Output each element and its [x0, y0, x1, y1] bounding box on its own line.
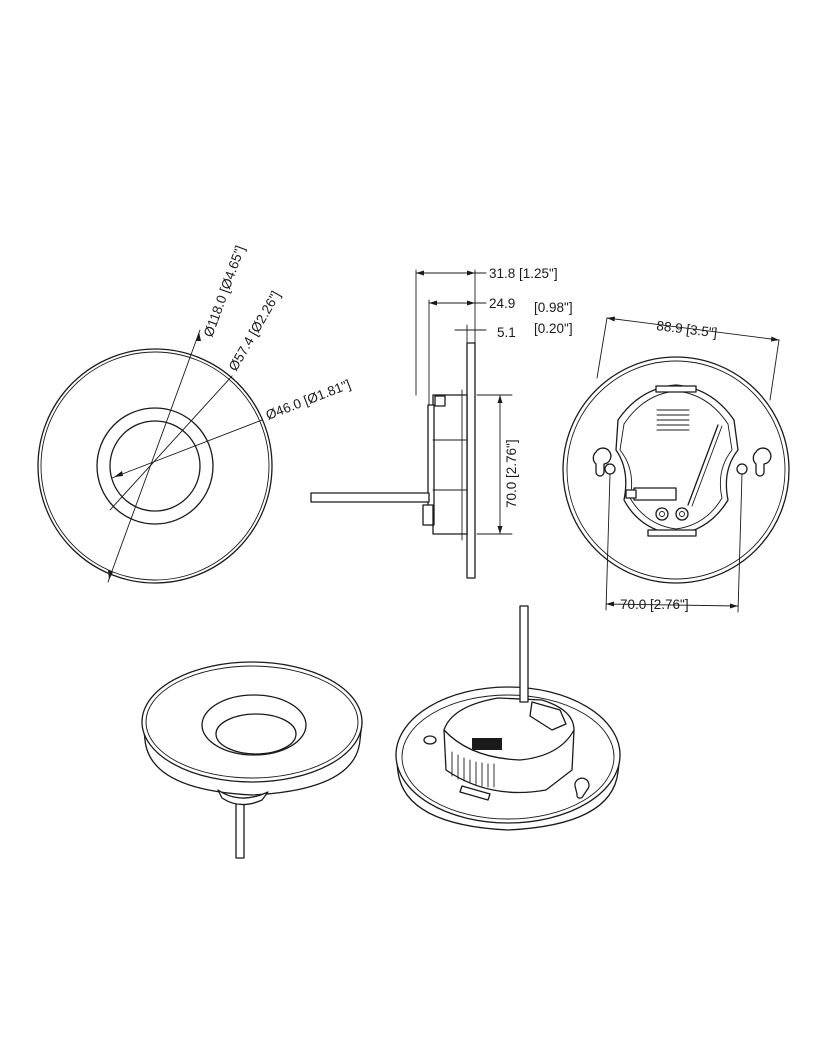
- front-outer-rim: [37, 348, 273, 584]
- mount-hole-right: [736, 463, 748, 475]
- iso-front-cable: [235, 799, 245, 859]
- back-antenna: [687, 424, 719, 506]
- dim-body-depth-in: [0.98"]: [534, 300, 573, 315]
- arrow-outer-top: [196, 332, 201, 341]
- dim-mount-spacing: 70.0 [2.76"]: [620, 597, 689, 612]
- arrow-total-left: [416, 270, 424, 276]
- arrow-body-right: [467, 300, 475, 306]
- arrow-body-left: [429, 300, 437, 306]
- arrow-mount-right: [730, 603, 738, 609]
- iso-back-rim-inner: [401, 694, 615, 820]
- keyhole-right: [752, 447, 772, 477]
- back-view: 88.9 [3.5"] 70.0 [2.76"]: [562, 316, 790, 613]
- dim-outer-diameter: Ø118.0 [Ø4.65"]: [201, 244, 248, 339]
- arrow-height-top: [497, 395, 503, 403]
- iso-front-rim: [141, 661, 363, 783]
- iso-back-view: [395, 605, 621, 831]
- arrow-total-right: [467, 270, 475, 276]
- arrow-outer-bottom: [108, 570, 113, 580]
- arrow-mount-left: [606, 601, 614, 607]
- back-tab-bottom: [647, 529, 697, 537]
- dim-total-depth: 31.8 [1.25"]: [489, 266, 558, 281]
- back-terminal-1-core: [659, 511, 665, 517]
- iso-front-rim-inner: [145, 665, 359, 779]
- side-view: 31.8 [1.25"] 24.9 [0.98"] 5.1 [0.20"] 70…: [310, 266, 573, 579]
- back-housing: [615, 384, 739, 536]
- back-terminal-2: [675, 507, 689, 521]
- back-outer-rim-inner: [566, 360, 786, 580]
- iso-back-antenna: [519, 605, 529, 703]
- iso-back-vent: [451, 751, 495, 788]
- back-housing-inner: [619, 390, 733, 530]
- ext-line-mount-right: [737, 473, 743, 613]
- back-terminal-1: [655, 507, 669, 521]
- leader-ring-diameter: [109, 375, 233, 511]
- side-connector-bottom: [422, 504, 434, 526]
- mount-hole-left: [604, 463, 616, 475]
- back-vent-grille: [656, 409, 690, 431]
- arrow-width-right: [771, 336, 779, 342]
- dim-body-height: 70.0 [2.76"]: [504, 439, 519, 508]
- dim-plate-thickness-in: [0.20"]: [534, 321, 573, 336]
- dim-line-back-width: [606, 317, 780, 341]
- iso-front-lens: [215, 713, 297, 755]
- ext-line-mount-left: [605, 473, 611, 611]
- dim-plate-thickness-mm: 5.1: [497, 325, 516, 340]
- front-outer-rim-inner: [40, 351, 270, 581]
- iso-front-base-knob: [217, 789, 269, 806]
- ext-line-back-right: [769, 339, 780, 401]
- front-ring: [96, 407, 214, 525]
- back-terminal-2-core: [679, 511, 685, 517]
- front-view: Ø118.0 [Ø4.65"] Ø57.4 [Ø2.26"] Ø46.0 [Ø1…: [37, 244, 353, 584]
- leader-outer-diameter: [107, 329, 201, 583]
- iso-back-grille: [472, 738, 502, 750]
- back-connector-tab: [625, 489, 637, 499]
- side-antenna-wire: [310, 492, 430, 503]
- iso-back-keyhole: [574, 777, 590, 799]
- back-connector: [633, 487, 677, 501]
- arrow-lens: [114, 471, 123, 477]
- leader-lens-diameter: [111, 419, 263, 479]
- iso-front-ring: [201, 694, 307, 756]
- iso-back-connector: [529, 701, 567, 731]
- front-lens: [109, 420, 201, 512]
- back-tab-top: [655, 385, 697, 393]
- iso-back-tab: [459, 785, 491, 801]
- back-outer-rim: [562, 356, 790, 584]
- dim-body-depth-mm: 24.9: [489, 296, 515, 311]
- keyhole-left: [592, 447, 612, 477]
- side-mount-plate: [466, 342, 476, 579]
- dim-line-mount-spacing: [605, 603, 739, 607]
- ext-line-back-left: [596, 317, 608, 379]
- arrow-width-left: [607, 316, 615, 322]
- back-antenna-2: [691, 425, 723, 507]
- arrow-height-bottom: [497, 526, 503, 534]
- dim-back-width: 88.9 [3.5"]: [656, 318, 718, 340]
- iso-back-slot-left: [423, 735, 437, 745]
- dim-lens-diameter: Ø46.0 [Ø1.81"]: [264, 377, 353, 423]
- side-connector: [434, 395, 446, 407]
- iso-front-view: [141, 661, 363, 859]
- dim-ring-diameter: Ø57.4 [Ø2.26"]: [226, 288, 284, 373]
